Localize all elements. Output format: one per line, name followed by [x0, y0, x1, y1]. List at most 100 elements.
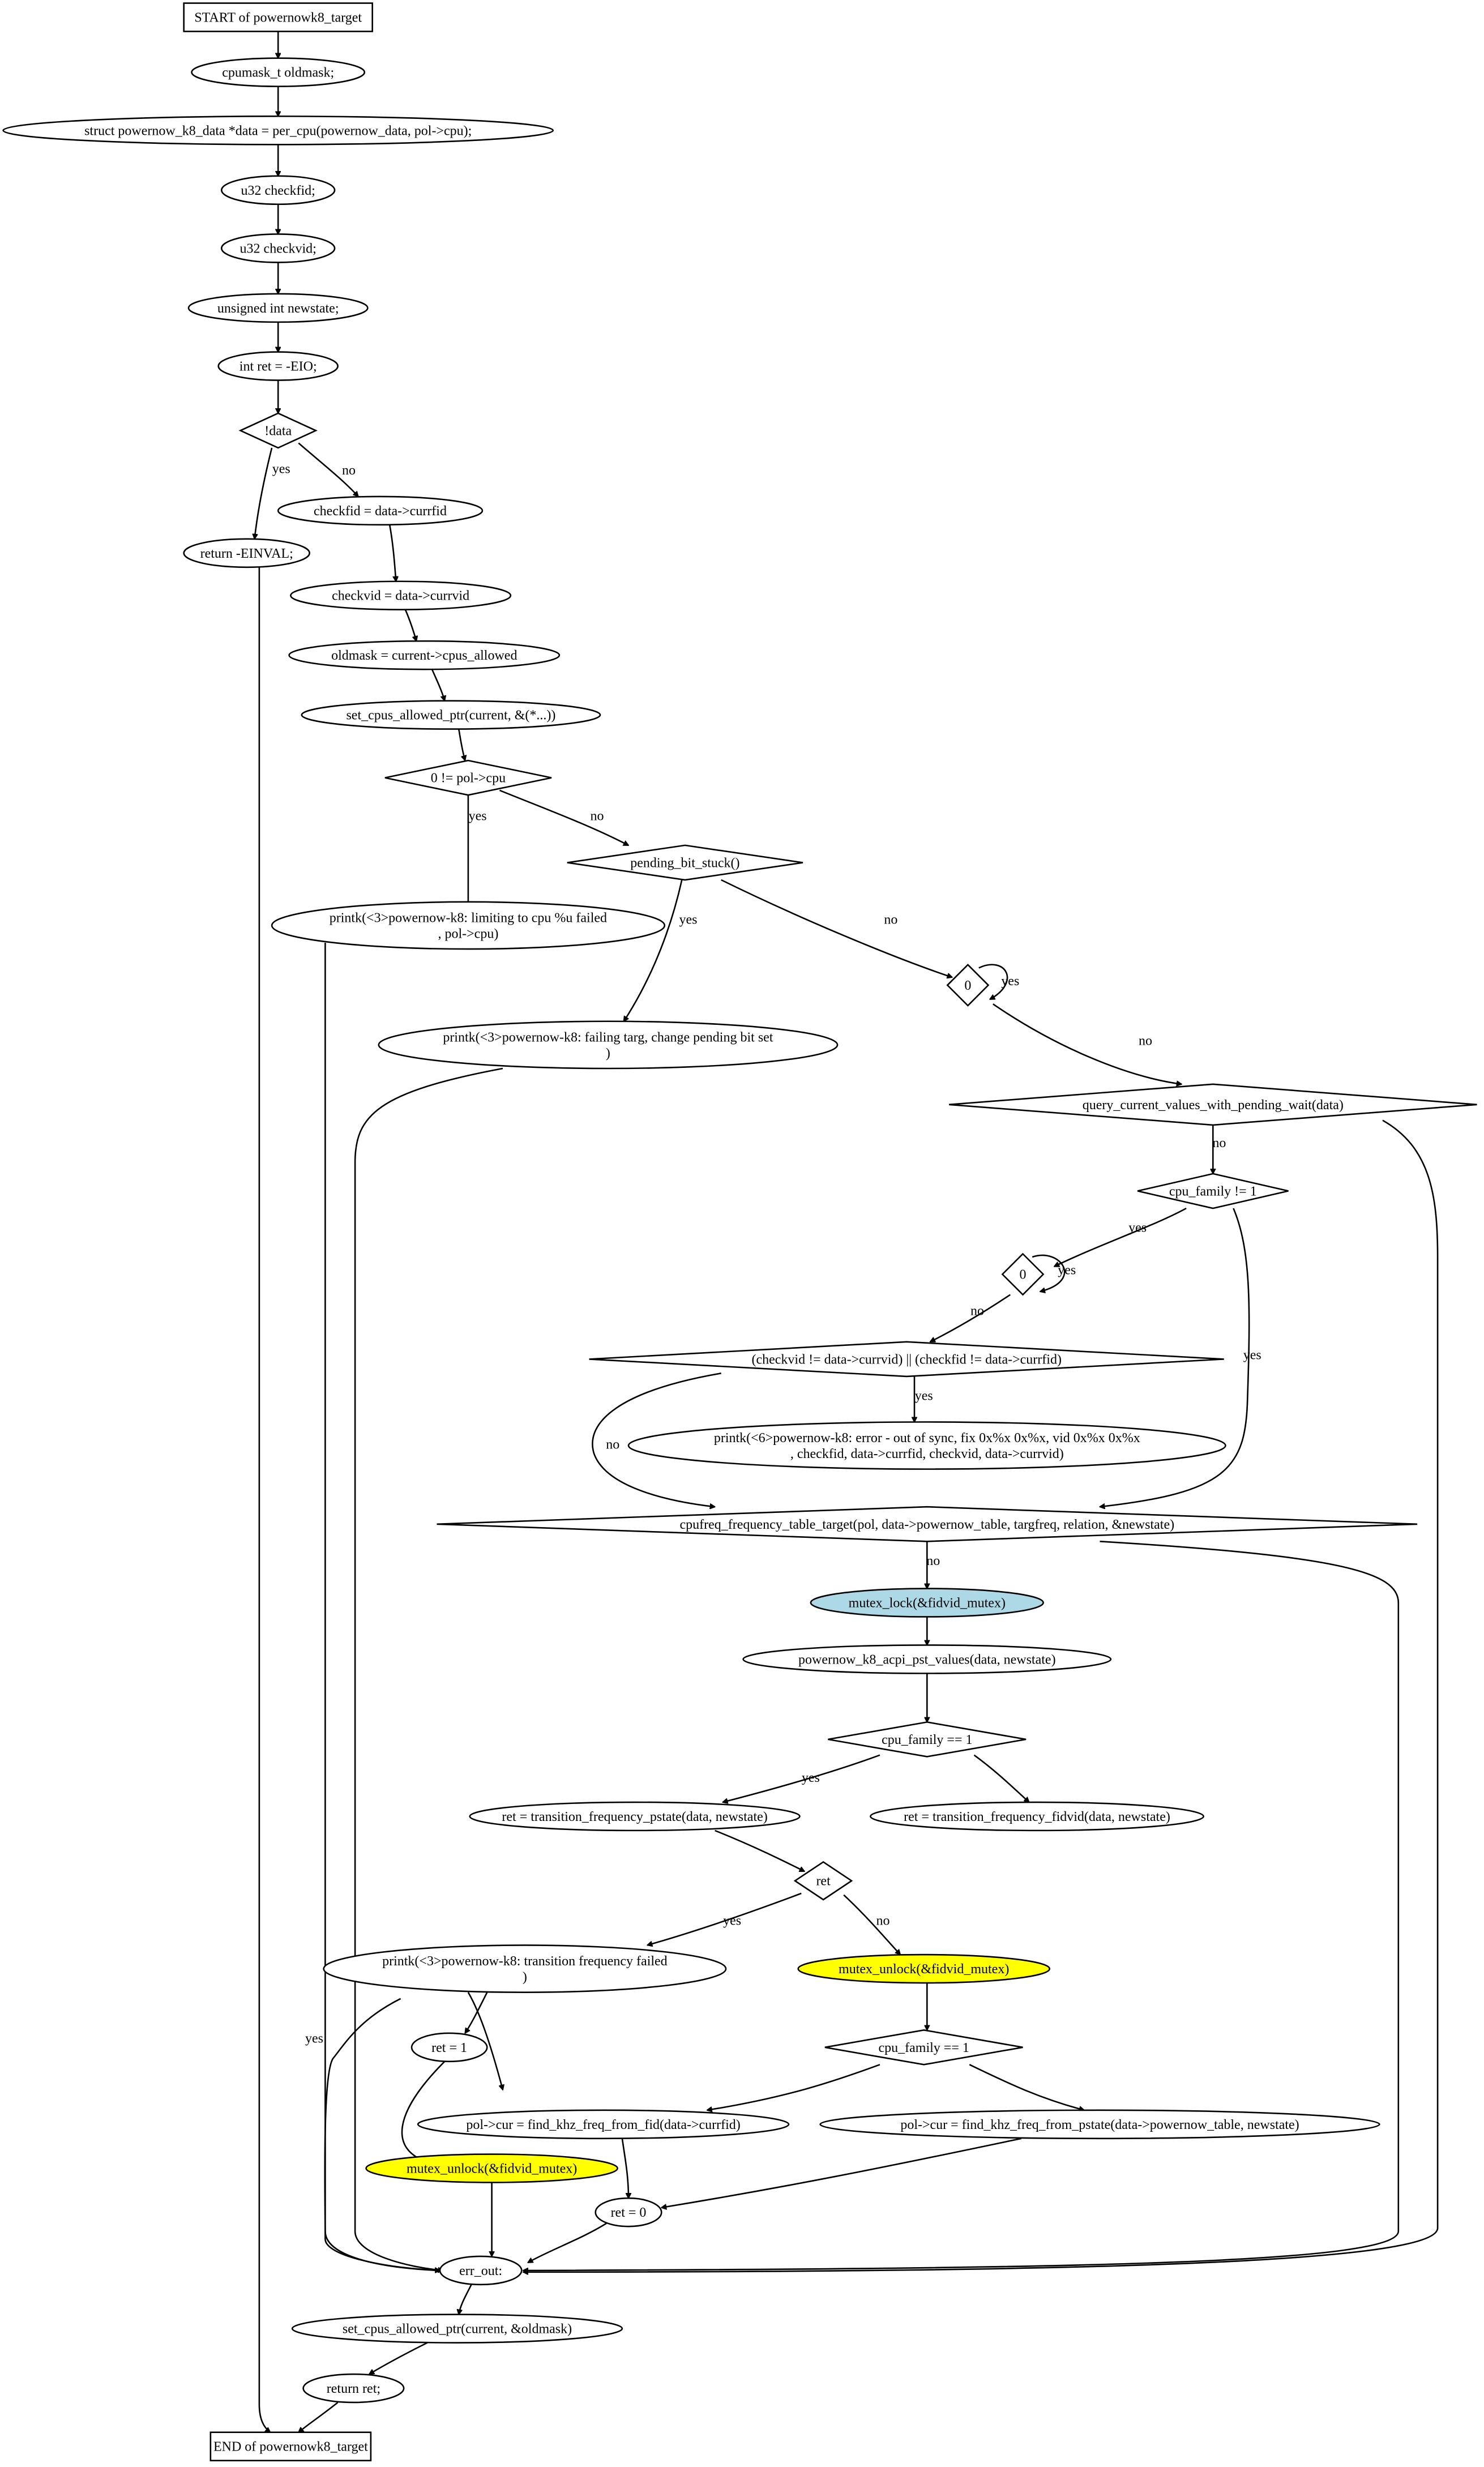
ellipse-shape	[220, 175, 336, 206]
edge-e21: yes	[1054, 1207, 1187, 1267]
node-d-family3: cpu_family == 1	[824, 2029, 1023, 2066]
node-d-cpufreq: cpufreq_frequency_table_target(pol, data…	[437, 1506, 1418, 1542]
ellipse-shape	[469, 1801, 801, 1832]
node-d-ret: ret	[793, 1861, 853, 1901]
edge-e34: no	[843, 1894, 900, 1955]
diamond-shape	[437, 1506, 1418, 1542]
node-n-ret1: ret = 1	[410, 2032, 488, 2063]
edge-label-yes: yes	[679, 913, 698, 927]
node-label: pol->cur = find_khz_freq_from_fid(data->…	[466, 2118, 740, 2132]
edge-e19: no	[993, 1003, 1182, 1084]
ellipse-shape	[417, 2109, 790, 2140]
edge-path	[255, 447, 273, 539]
edge-path	[354, 1067, 503, 2271]
diamond-shape	[384, 759, 552, 796]
edge-label-yes: yes	[1128, 1221, 1147, 1235]
ellipse-shape	[819, 2109, 1380, 2140]
ellipse-shape	[290, 580, 512, 611]
edge-path	[1054, 1207, 1187, 1267]
edge-e39	[707, 2064, 880, 2110]
node-n-data: struct powernow_k8_data *data = per_cpu(…	[2, 116, 554, 146]
node-end: END of powernowk8_target	[209, 2431, 372, 2461]
edge-path	[993, 1003, 1182, 1084]
ellipse-shape	[797, 1953, 1050, 1984]
edge-label-no: no	[1139, 1033, 1152, 1048]
node-n-ret: int ret = -EIO;	[217, 351, 339, 381]
node-n-ret0: ret = 0	[595, 2197, 662, 2227]
node-label: mutex_lock(&fidvid_mutex)	[849, 1596, 1006, 1611]
edge-path	[458, 729, 465, 761]
node-label: checkfid = data->currfid	[314, 504, 447, 519]
edge-label-no: no	[342, 463, 356, 478]
node-d-family1: cpu_family != 1	[1137, 1173, 1289, 1209]
node-label: cpu_family == 1	[879, 2041, 969, 2055]
node-n-checkvid: u32 checkvid;	[220, 233, 336, 263]
node-n-unlock1: mutex_unlock(&fidvid_mutex)	[797, 1953, 1050, 1984]
edge-e8: yes	[255, 447, 290, 539]
ellipse-shape	[191, 57, 366, 87]
edge-path	[592, 1373, 721, 1507]
edge-label-no: no	[970, 1304, 984, 1319]
ellipse-shape	[302, 2373, 405, 2404]
diamond-shape	[567, 844, 803, 881]
node-label: END of powernowk8_target	[213, 2440, 368, 2455]
node-d-query: query_current_values_with_pending_wait(d…	[948, 1083, 1477, 1126]
diamond-shape	[793, 1861, 853, 1901]
edge-path	[324, 943, 440, 2271]
edge-e31	[973, 1754, 1029, 1802]
edge-e16: yes	[624, 879, 698, 1021]
edge-label-no: no	[591, 809, 604, 824]
edge-path	[298, 442, 358, 497]
diamond-shape	[824, 2029, 1023, 2066]
edge-e45	[528, 2222, 607, 2264]
node-n-einval: return -EINVAL;	[183, 538, 310, 568]
edge-e26: yes	[1100, 1208, 1261, 1507]
node-label: u32 checkvid;	[240, 241, 317, 256]
edge-label-yes: yes	[469, 809, 487, 824]
ellipse-shape	[220, 233, 336, 263]
edge-label-yes: yes	[305, 2032, 323, 2046]
node-label: , pol->cpu)	[438, 927, 498, 942]
edge-e24: yes	[914, 1376, 933, 1422]
edge-e50	[459, 2284, 472, 2315]
edge-path	[843, 1894, 900, 1955]
edge-path	[467, 1992, 503, 2090]
node-label: pending_bit_stuck()	[630, 856, 739, 871]
edge-label-yes: yes	[272, 461, 290, 476]
edge-e53	[258, 567, 270, 2432]
edge-path	[1100, 1208, 1250, 1507]
node-n-assignfid: checkfid = data->currfid	[277, 495, 484, 526]
edge-e33: yes	[647, 1892, 802, 1946]
ellipse-shape	[742, 1644, 1112, 1674]
node-n-setcpus1: set_cpus_allowed_ptr(current, &(*...))	[301, 700, 601, 730]
edge-label-no: no	[926, 1554, 940, 1568]
edge-e22: yes	[1032, 1254, 1076, 1292]
ellipse-shape	[217, 351, 339, 381]
node-label: set_cpus_allowed_ptr(current, &oldmask)	[343, 2322, 572, 2337]
diamond-shape	[1137, 1173, 1289, 1209]
ellipse-shape	[187, 293, 369, 323]
ellipse-shape	[595, 2197, 662, 2227]
node-n-printk-sync: printk(<6>powernow-k8: error - out of sy…	[627, 1421, 1226, 1470]
ellipse-shape	[810, 1588, 1044, 1618]
ellipse-shape	[323, 1944, 727, 1993]
node-n-printk-tf: printk(<3>powernow-k8: transition freque…	[323, 1944, 727, 1993]
edge-label-no: no	[1212, 1136, 1226, 1151]
edge-e43	[661, 2137, 1022, 2208]
node-d-family2: cpu_family == 1	[828, 1721, 1027, 1758]
edge-path	[528, 2222, 607, 2264]
node-label: ret = transition_frequency_pstate(data, …	[502, 1810, 767, 1824]
edge-e20: no	[1212, 1125, 1226, 1174]
edge-label-yes: yes	[1001, 974, 1019, 989]
node-label: mutex_unlock(&fidvid_mutex)	[839, 1962, 1009, 1977]
node-n-trans-p: ret = transition_frequency_pstate(data, …	[469, 1801, 801, 1832]
edge-path	[401, 2060, 446, 2162]
node-n-oldmaskset: oldmask = current->cpus_allowed	[288, 640, 561, 670]
edge-e42	[621, 2138, 628, 2198]
ellipse-shape	[271, 901, 666, 950]
node-n-errout: err_out:	[439, 2255, 523, 2286]
edge-path	[973, 1754, 1029, 1802]
node-n-lock: mutex_lock(&fidvid_mutex)	[810, 1588, 1044, 1618]
edge-path	[369, 2342, 428, 2375]
